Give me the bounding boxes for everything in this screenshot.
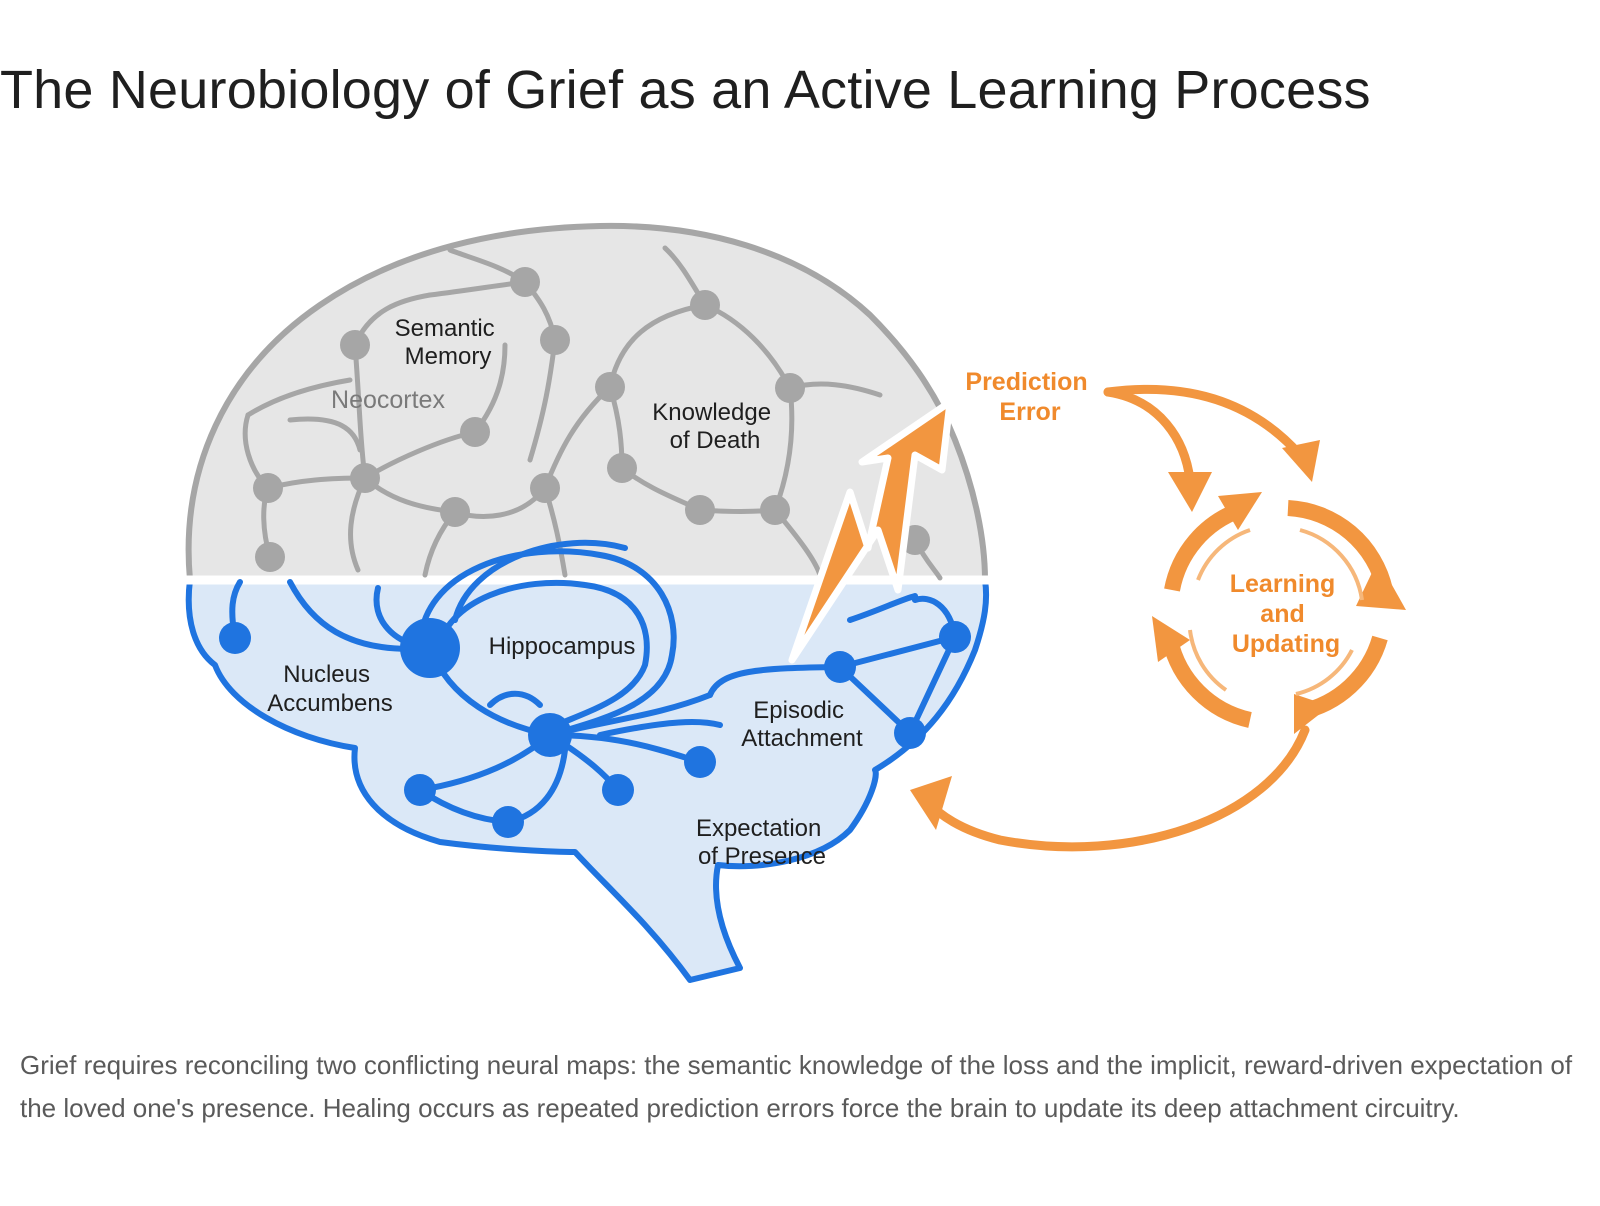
label-semantic-memory: Semantic Memory: [395, 315, 502, 370]
arrow-back-to-brain: [920, 725, 1310, 852]
cortex-node: [595, 372, 625, 402]
arrowhead-down-right: [1282, 440, 1320, 482]
cortex-node: [775, 373, 805, 403]
limbic-node: [219, 622, 251, 654]
cortex-node: [510, 267, 540, 297]
limbic-node: [939, 621, 971, 653]
label-nucleus-accumbens: Nucleus Accumbens: [267, 661, 392, 717]
label-neocortex: Neocortex: [331, 386, 445, 414]
limbic-node: [894, 717, 926, 749]
label-expectation-of-presence: Expectation of Presence: [696, 815, 828, 870]
label-episodic-attachment: Episodic Attachment: [741, 697, 863, 752]
cortex-node: [530, 473, 560, 503]
limbic-node: [404, 774, 436, 806]
nucleus-accumbens-hub: [400, 618, 460, 678]
cortex-node: [460, 417, 490, 447]
cycle-arrowheads: [1152, 492, 1406, 734]
limbic-node: [602, 774, 634, 806]
label-learning-and-updating: Learning and Updating: [1230, 570, 1343, 658]
limbic-region: [185, 580, 990, 983]
cortex-node: [685, 495, 715, 525]
grief-brain-diagram: Semantic Memory Neocortex Knowledge of D…: [183, 222, 1406, 983]
cortex-node: [440, 497, 470, 527]
cortex-node: [340, 330, 370, 360]
cortex-node: [607, 453, 637, 483]
arrowheads: [910, 440, 1320, 830]
cortex-node: [350, 463, 380, 493]
label-prediction-error: Prediction Error: [965, 368, 1094, 426]
cortex-node: [253, 473, 283, 503]
cycle-inner-ring: [1188, 528, 1364, 696]
neocortex-region: [185, 222, 988, 580]
limbic-node: [492, 806, 524, 838]
arrow-to-cycle-left: [1103, 387, 1195, 485]
limbic-node: [824, 651, 856, 683]
lightning-bolt-icon: [788, 398, 954, 664]
limbic-node: [684, 746, 716, 778]
label-knowledge-of-death: Knowledge of Death: [652, 399, 777, 454]
label-hippocampus: Hippocampus: [489, 633, 636, 660]
page-title: The Neurobiology of Grief as an Active L…: [0, 60, 1371, 120]
hippocampus-hub: [528, 713, 572, 757]
cortex-node: [760, 495, 790, 525]
figure-caption: Grief requires reconciling two conflicti…: [20, 1050, 1573, 1123]
limbic-nodes: [219, 618, 971, 838]
cortex-node: [540, 325, 570, 355]
cortex-node: [255, 542, 285, 572]
arrowhead-down-left: [1168, 472, 1212, 512]
arrow-to-cycle-right: [1103, 384, 1305, 460]
cortex-node: [690, 290, 720, 320]
feedback-arrows: [920, 384, 1310, 852]
arrowhead-left-brain: [910, 776, 952, 830]
